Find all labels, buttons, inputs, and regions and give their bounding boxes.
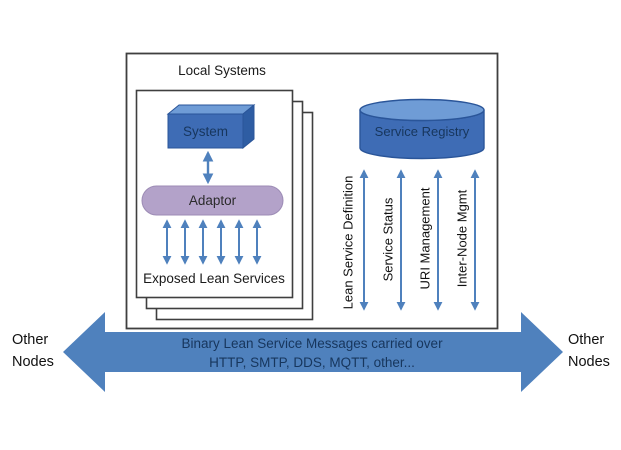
system-box-top bbox=[166, 104, 256, 115]
exposed-lean-services-label: Exposed Lean Services bbox=[143, 271, 285, 286]
system-box-front bbox=[167, 113, 244, 149]
message-bus-text: Binary Lean Service Messages carried ove… bbox=[112, 334, 512, 372]
channel-label-lean-service-definition: Lean Service Definition bbox=[340, 175, 356, 310]
message-bus-line2: HTTP, SMTP, DDS, MQTT, other... bbox=[209, 355, 415, 370]
service-registry-label: Service Registry bbox=[374, 124, 470, 139]
channel-label-uri-management: URI Management bbox=[417, 187, 433, 290]
message-bus-line1: Binary Lean Service Messages carried ove… bbox=[181, 336, 443, 351]
channel-label-service-status: Service Status bbox=[380, 197, 396, 282]
service-registry-cylinder-top bbox=[359, 98, 485, 122]
system-label: System bbox=[182, 124, 228, 139]
message-bus-arrow bbox=[63, 312, 563, 392]
adaptor-shape bbox=[141, 185, 284, 216]
other-nodes-left: Other Nodes bbox=[12, 332, 54, 370]
other-nodes-right: Other Nodes bbox=[568, 332, 610, 370]
local-systems-title: Local Systems bbox=[178, 63, 266, 78]
adaptor-label: Adaptor bbox=[188, 193, 237, 208]
channel-label-inter-node-mgmt: Inter-Node Mgmt bbox=[454, 189, 470, 288]
